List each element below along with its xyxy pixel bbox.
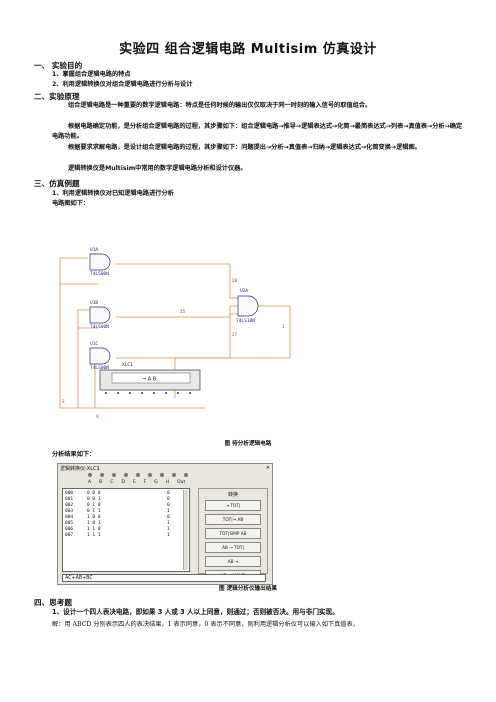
s2-paragraph-1: 组合逻辑电路是一种重要的数字逻辑电路：特点是任何时候的输出仅仅取决于同一时刻的输… — [68, 102, 372, 109]
gate-u1a-ref: U1A — [90, 247, 98, 253]
gate-u1c-ref: U1C — [90, 341, 98, 347]
gate-u1b-shape — [89, 306, 111, 324]
s4-question-1: 1、设计一个四人表决电路，即如果 3 人或 3 人以上同意，则通过；否则被否决。… — [52, 608, 339, 616]
logic-converter-text: → A B — [142, 377, 157, 383]
converter-column-headers: A B C D E F G H Out — [88, 480, 185, 485]
col-d: D — [121, 480, 125, 485]
wire-label-27: 27 — [232, 332, 238, 337]
gate-u1b-part: 74LS00N — [90, 324, 109, 330]
logic-converter-display — [111, 372, 191, 384]
wire-label-1: 1 — [282, 324, 285, 329]
gate-u1a-part: 74LS00N — [90, 271, 109, 277]
section-1-heading: 一、 实验目的 — [34, 61, 83, 70]
terminal-f[interactable] — [148, 473, 152, 477]
s1-item-1: 1、掌握组合逻辑电路的特点 — [52, 71, 131, 78]
terminal-c[interactable] — [112, 473, 116, 477]
figure-1-caption: 图 待分析逻辑电路 — [224, 441, 272, 447]
gate-u2a-ref: U2A — [240, 288, 248, 294]
section-3-heading: 三、仿真例题 — [34, 179, 80, 188]
gate-u1b-ref: U1B — [90, 300, 98, 306]
gate-u2a-shape — [237, 295, 259, 317]
expression-field[interactable]: AC+AB+BC — [62, 574, 266, 582]
wire-label-28: 28 — [232, 278, 238, 283]
section-4-heading: 四、思考题 — [34, 598, 72, 607]
terminal-e[interactable] — [136, 473, 140, 477]
s2-paragraph-4: 逻辑转换仪是Multisim中常用的数字逻辑电路分析和设计仪器。 — [68, 165, 247, 172]
gate-u1a-shape — [89, 253, 111, 271]
page-title: 实验四 组合逻辑电路 Multisim 仿真设计 — [119, 42, 377, 57]
s4-answer: 解：用 ABCD 分别表示四人的表决结果，1 表示同意，0 表示不同意，则利用逻… — [52, 621, 359, 628]
close-icon[interactable]: ✕ — [265, 465, 270, 471]
table-scrollbar[interactable] — [183, 490, 188, 570]
conversions-panel: 转换 → TOT| TOT|→ AB TOT|SIMP AB AB → TOT|… — [198, 488, 268, 581]
s3-label-circuit: 电路图如下： — [52, 200, 90, 207]
col-h: H — [165, 480, 170, 485]
s2-paragraph-3: 根据要求求解电路，是设计组合逻辑电路的过程，其步骤如下：问题提出→分析→真值表→… — [68, 144, 421, 151]
col-a: A — [88, 480, 92, 485]
col-out: Out — [177, 480, 186, 485]
s3-item-1: 1、利用逻辑转换仪对已知逻辑电路进行分析 — [52, 190, 174, 197]
col-g: G — [154, 480, 158, 485]
convert-circuit-to-table-button[interactable]: → TOT| — [205, 500, 261, 511]
col-e: E — [132, 480, 136, 485]
converter-window-title: 逻辑转换仪-XLC1 — [60, 466, 100, 472]
wire-label-25: 25 — [180, 309, 186, 314]
col-c: C — [110, 480, 114, 485]
convert-table-to-simplified-button[interactable]: TOT|SIMP AB — [205, 528, 261, 539]
terminal-h[interactable] — [172, 473, 176, 477]
terminal-b[interactable] — [100, 473, 104, 477]
wire-label-9: 9 — [96, 414, 99, 419]
terminal-a[interactable] — [88, 473, 92, 477]
gate-u1c-part: 74LS00N — [90, 365, 109, 371]
instrument-ref: XLC1 — [122, 362, 133, 368]
col-b: B — [99, 480, 103, 485]
figure-2-caption: 图 逻辑分析仪输出结果 — [219, 586, 277, 592]
s3-label-result: 分析结果如下： — [52, 451, 96, 458]
terminal-out[interactable] — [184, 473, 188, 477]
section-2-heading: 二、实验原理 — [34, 92, 80, 101]
converter-terminals — [88, 473, 238, 482]
convert-expression-to-table-button[interactable]: AB → TOT| — [205, 542, 261, 553]
terminal-g[interactable] — [160, 473, 164, 477]
conversions-title: 转换 — [227, 492, 238, 498]
s2-paragraph-2: 根据电路确定功能，是分析组合逻辑电路的过程，其步骤如下：组合逻辑电路→推导→逻辑… — [52, 123, 463, 140]
convert-table-to-expression-button[interactable]: TOT|→ AB — [205, 514, 261, 525]
wire-label-3: 3 — [62, 399, 65, 404]
col-f: F — [143, 480, 147, 485]
gate-u1c-shape — [89, 347, 111, 365]
circuit-diagram: U1A 74LS00N U1B 74LS00N U1C 74LS00N U2A … — [59, 247, 291, 419]
gate-u2a-part: 74LS10N — [236, 318, 255, 324]
terminal-d[interactable] — [124, 473, 128, 477]
s1-item-2: 2、利用逻辑转换仪对组合逻辑电路进行分析与设计 — [52, 81, 193, 88]
convert-expression-to-circuit-button[interactable]: AB → — [205, 556, 261, 567]
